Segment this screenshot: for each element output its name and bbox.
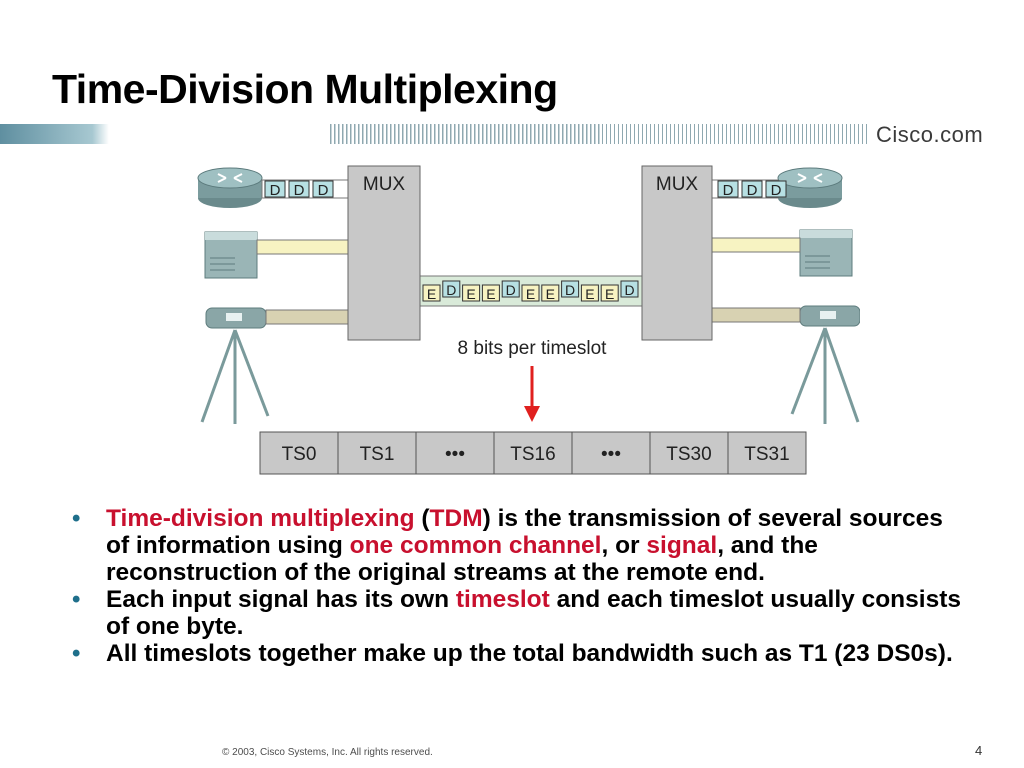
trunk-frame-label: E <box>585 286 594 302</box>
down-arrow-icon <box>524 366 540 422</box>
switch-icon <box>799 229 853 277</box>
trunk-frame-cell <box>561 280 580 298</box>
timeslot-cell <box>649 431 729 475</box>
bullet-list: • Time-division multiplexing (TDM) is the… <box>72 505 972 667</box>
cisco-logo: Cisco.com <box>876 122 984 147</box>
mux-right-label: MUX <box>656 174 699 195</box>
trunk-frame-cell <box>521 284 540 302</box>
trunk-frame-cell <box>481 284 500 302</box>
highlighted-term: timeslot <box>455 586 550 613</box>
input-link-switch-right <box>711 237 801 253</box>
trunk-frame-cell <box>541 284 560 302</box>
bullet-dot-icon: • <box>72 640 81 667</box>
copyright-footer: © 2003, Cisco Systems, Inc. All rights r… <box>222 747 433 758</box>
timeslot-cell <box>337 431 417 475</box>
timeslot-label: ••• <box>601 444 621 465</box>
trunk-frame-cell <box>580 284 599 302</box>
trunk-frame-label: D <box>624 282 634 298</box>
data-cell <box>765 180 787 198</box>
trunk-frame-label: D <box>506 282 516 298</box>
trunk-frame-label: E <box>466 286 475 302</box>
bullet-text: ( <box>414 505 430 532</box>
input-link-switch-left <box>256 239 349 255</box>
mux-left-label: MUX <box>363 174 406 195</box>
data-cell-label: D <box>723 182 734 199</box>
data-cell-label: D <box>318 182 329 199</box>
bullet-dot-icon: • <box>72 586 81 613</box>
video-camera-icon <box>200 307 270 424</box>
bullet-text: All timeslots together make up the total… <box>106 640 953 667</box>
data-cell-label: D <box>747 182 758 199</box>
mux-left <box>347 165 421 341</box>
highlighted-term: Time-division multiplexing <box>106 505 415 532</box>
highlighted-term: one common channel <box>349 532 602 559</box>
trunk-frame-label: E <box>546 286 555 302</box>
switch-icon <box>204 231 258 279</box>
trunk-frame-label: E <box>427 286 436 302</box>
bullet-text: and each timeslot usually consists of on… <box>106 586 961 640</box>
router-icon <box>197 167 263 208</box>
bullet-dot-icon: • <box>72 505 81 532</box>
timeslot-label: TS30 <box>666 444 711 465</box>
trunk-frame-label: E <box>486 286 495 302</box>
input-link-camera-right <box>711 307 801 323</box>
video-camera-icon <box>790 305 860 424</box>
data-cell <box>717 180 739 198</box>
bullet-text: ) is the transmission of several sources… <box>106 505 943 559</box>
bullet-text: , and the reconstruction of the original… <box>106 532 818 586</box>
data-cell <box>288 180 310 198</box>
timeslot-label: TS16 <box>510 444 555 465</box>
trunk-frame-cell <box>620 280 639 298</box>
trunk-frame-label: D <box>565 282 575 298</box>
timeslot-cell <box>571 431 651 475</box>
data-cell-label: D <box>771 182 782 199</box>
trunk-frame-cell <box>462 284 481 302</box>
bullet-text: Each input signal has its own <box>106 586 456 613</box>
data-cell <box>312 180 334 198</box>
trunk-frame-label: E <box>526 286 535 302</box>
bullet-text: , or <box>601 532 647 559</box>
data-cell-label: D <box>294 182 305 199</box>
data-cell <box>264 180 286 198</box>
timeslot-frame: TS0 TS1 ••• TS16 ••• TS30 TS31 <box>259 431 807 475</box>
bullet-item: •Each input signal has its own timeslot … <box>72 586 972 640</box>
router-icon <box>777 167 843 208</box>
bullet-item: • All timeslots together make up the tota… <box>72 640 972 667</box>
bullet-item: • Time-division multiplexing (TDM) is the… <box>72 505 972 586</box>
highlighted-term: TDM <box>429 505 483 532</box>
timeslot-label: TS0 <box>282 444 317 465</box>
timeslot-caption: 8 bits per timeslot <box>458 338 608 359</box>
trunk-frame-label: E <box>605 286 614 302</box>
highlighted-term: signal <box>646 532 718 559</box>
timeslot-cell <box>727 431 807 475</box>
header-stripe-bar <box>0 124 1024 144</box>
trunk-frame-cell <box>442 280 461 298</box>
timeslot-label: TS31 <box>744 444 789 465</box>
trunk-frame-label: D <box>446 282 456 298</box>
trunk-frame-cell <box>600 284 619 302</box>
trunk-frame-cell <box>422 284 441 302</box>
timeslot-cell <box>415 431 495 475</box>
data-cell-label: D <box>270 182 281 199</box>
data-cell <box>741 180 763 198</box>
timeslot-cell <box>493 431 573 475</box>
timeslot-label: ••• <box>445 444 465 465</box>
timeslot-label: TS1 <box>360 444 395 465</box>
page-number: 4 <box>975 743 983 758</box>
mux-right <box>641 165 713 341</box>
trunk-frame-cell <box>501 280 520 298</box>
slide-title: Time-Division Multiplexing <box>52 66 558 112</box>
input-link-camera-left <box>265 309 349 325</box>
